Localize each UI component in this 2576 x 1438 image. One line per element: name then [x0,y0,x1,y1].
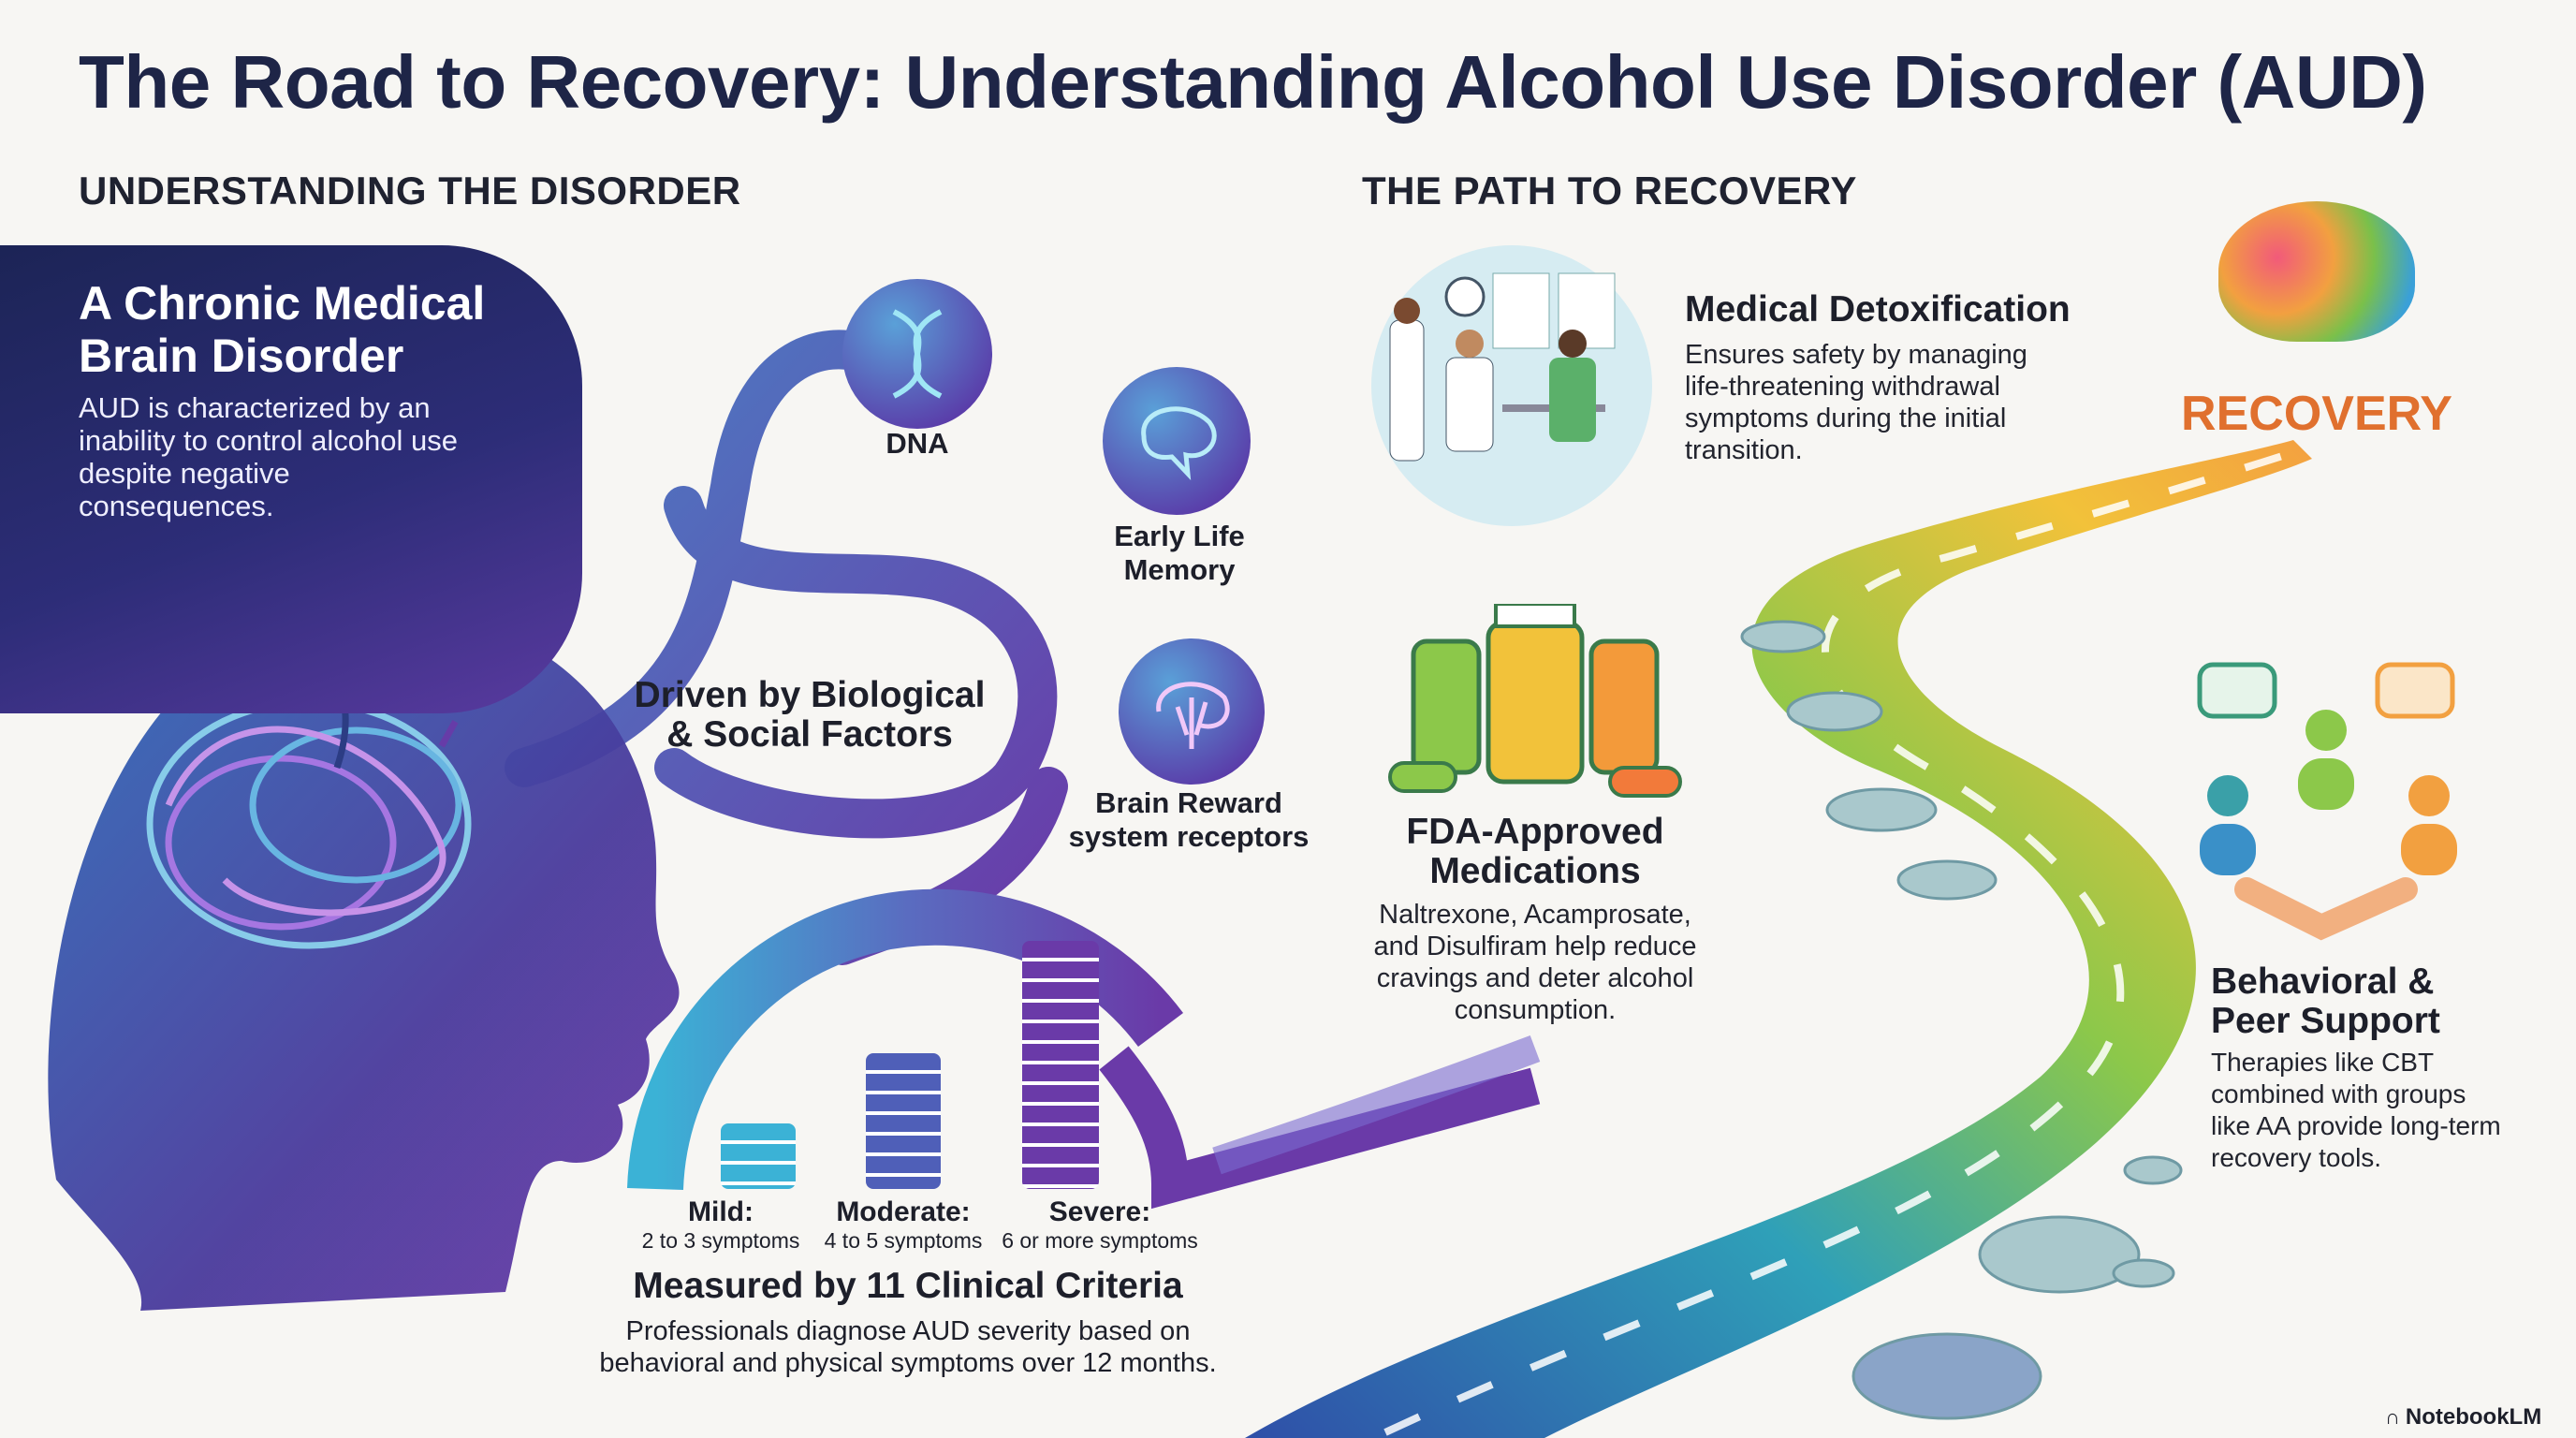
criteria-heading: Measured by 11 Clinical Criteria [633,1266,1183,1306]
section-header-disorder: UNDERSTANDING THE DISORDER [79,169,741,213]
severity-level-name: Severe: [1048,1196,1151,1227]
severity-mild: Mild: 2 to 3 symptoms [637,1196,805,1254]
chronic-disorder-heading: A Chronic Medical Brain Disorder [79,277,486,382]
meds-body: Naltrexone, Acamprosate, and Disulfiram … [1373,900,1697,1025]
meds-heading: FDA-Approved Medications [1406,812,1664,891]
notebooklm-logo-icon: ∩ [2385,1405,2400,1429]
criteria-body: Professionals diagnose AUD severity base… [599,1316,1217,1378]
medication-bottles-icon [1385,602,1685,800]
severe-stack-icon [1022,941,1099,1189]
brain-receptor-icon [1119,638,1265,785]
mild-stack-icon [721,1123,796,1189]
severity-level-range: 4 to 5 symptoms [824,1228,983,1253]
severity-severe: Severe: 6 or more symptoms [992,1196,1208,1254]
support-heading: Behavioral & Peer Support [2211,961,2440,1041]
stepping-stones [1740,620,2183,1420]
brain-outline-icon [1103,367,1251,515]
chronic-disorder-body: AUD is characterized by an inability to … [79,391,458,522]
detox-body: Ensures safety by managing life-threaten… [1685,340,2027,465]
factor-label-dna: DNA [886,427,949,460]
support-body: Therapies like CBT combined with groups … [2211,1048,2501,1172]
recovery-goal-label: RECOVERY [2181,387,2452,441]
detox-heading: Medical Detoxification [1685,289,2071,330]
severity-level-range: 2 to 3 symptoms [641,1228,800,1253]
notebooklm-brand: NotebookLM [2405,1404,2542,1430]
medical-consultation-illustration [1371,245,1652,526]
peer-support-icon [2190,655,2471,946]
rainbow-brain-icon [2218,201,2415,342]
factors-heading: Driven by Biological & Social Factors [634,675,986,755]
dna-icon [842,279,992,429]
factor-label-early-life-memory: Early Life Memory [1114,520,1245,586]
head-silhouette [48,609,680,1311]
severity-moderate: Moderate: 4 to 5 symptoms [819,1196,988,1254]
page-title: The Road to Recovery: Understanding Alco… [79,40,2427,124]
moderate-stack-icon [866,1053,941,1189]
severity-level-name: Mild: [688,1196,754,1227]
severity-level-range: 6 or more symptoms [1002,1228,1198,1253]
severity-level-name: Moderate: [836,1196,971,1227]
notebooklm-watermark: ∩ NotebookLM [2385,1404,2541,1431]
section-header-recovery: THE PATH TO RECOVERY [1362,169,1857,213]
factor-label-brain-reward: Brain Reward system receptors [1068,786,1310,853]
chronic-disorder-panel [0,245,582,713]
